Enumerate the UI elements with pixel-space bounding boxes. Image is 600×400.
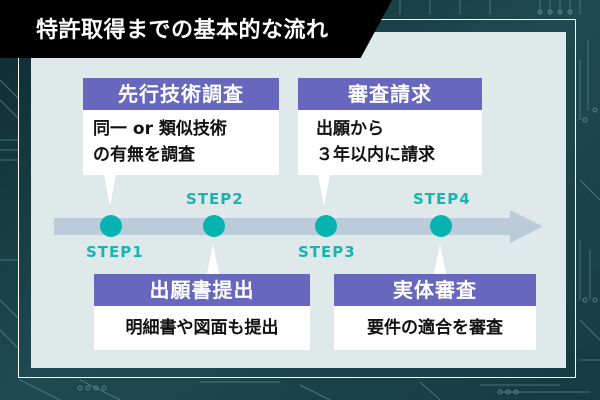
step1-heading: 先行技術調査: [83, 78, 279, 110]
timeline-arrow-shaft: [54, 218, 514, 235]
step4-dot: [430, 215, 452, 237]
step4-pointer: [434, 244, 446, 274]
timeline-arrow-head: [510, 210, 543, 243]
step2-description: 明細書や図面も提出: [125, 318, 279, 338]
step3-description: 出願から ３年以内に請求: [316, 119, 435, 165]
step1-box: 先行技術調査 同一 or 類似技術 の有無を調査: [83, 78, 279, 175]
step3-box: 審査請求 出願から ３年以内に請求: [298, 78, 482, 175]
step1-pointer: [104, 174, 116, 206]
step2-box: 出願書提出 明細書や図面も提出: [94, 274, 310, 350]
step4-box: 実体審査 要件の適合を審査: [334, 274, 536, 350]
step2-dot: [203, 215, 225, 237]
step1-description: 同一 or 類似技術 の有無を調査: [93, 119, 227, 165]
step4-description: 要件の適合を審査: [367, 318, 503, 338]
step4-heading: 実体審査: [334, 274, 536, 306]
step3-pointer: [318, 174, 330, 206]
step2-pointer: [207, 244, 219, 274]
step2-heading: 出願書提出: [94, 274, 310, 306]
step3-label: STEP3: [298, 243, 356, 261]
title-bar: 特許取得までの基本的な流れ: [0, 0, 392, 58]
step3-heading: 審査請求: [298, 78, 482, 110]
step1-dot: [100, 215, 122, 237]
page-title: 特許取得までの基本的な流れ: [36, 18, 329, 43]
timeline-arrow: [54, 210, 543, 243]
step2-label: STEP2: [186, 190, 244, 208]
step4-label: STEP4: [413, 190, 471, 208]
step3-dot: [315, 215, 337, 237]
step1-label: STEP1: [86, 243, 144, 261]
